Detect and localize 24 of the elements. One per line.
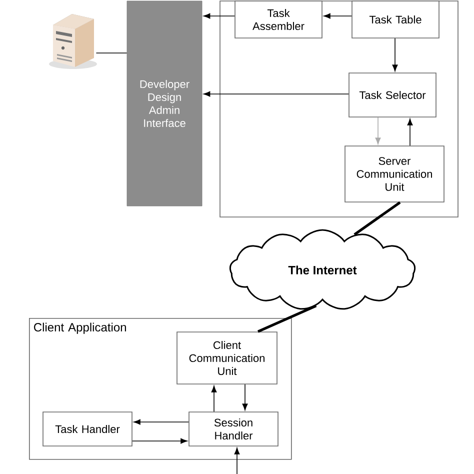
picture xyxy=(49,14,97,69)
interface-panel: Developer Design Admin Interface xyxy=(126,0,202,206)
arrow xyxy=(392,38,398,72)
connector-line xyxy=(354,201,401,236)
connector-line xyxy=(96,52,128,54)
arrow xyxy=(203,13,235,19)
process-box: Task Handler xyxy=(42,412,132,446)
process-box: Session Handler xyxy=(188,412,278,446)
arrow xyxy=(132,438,188,444)
arrow xyxy=(234,448,240,474)
process-box: Client Communication Unit xyxy=(176,332,278,384)
process-box: Task Assembler xyxy=(234,0,322,38)
arrow xyxy=(324,13,352,19)
arrow xyxy=(375,117,381,144)
arrow xyxy=(211,386,217,412)
arrow xyxy=(242,384,248,410)
process-box: Server Communication Unit xyxy=(344,146,444,202)
process-box: Task Selector xyxy=(348,72,436,118)
process-box: Task Table xyxy=(352,0,440,38)
internet-cloud: The Internet xyxy=(229,229,416,310)
arrow xyxy=(203,91,349,97)
connector-line xyxy=(257,304,317,333)
arrow xyxy=(407,118,413,146)
arrow xyxy=(134,419,189,425)
